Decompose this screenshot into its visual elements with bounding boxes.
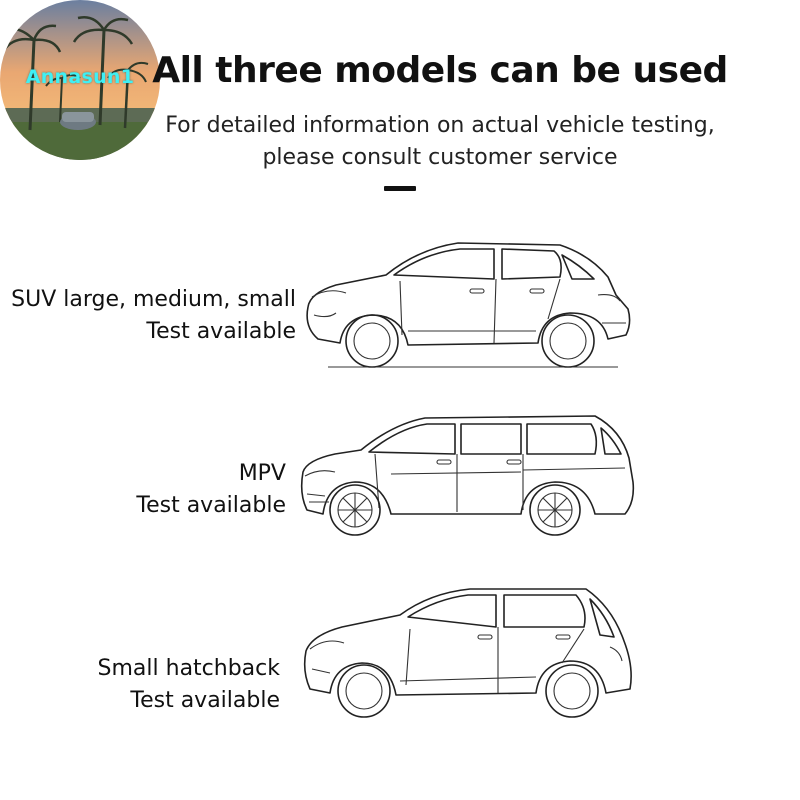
subtitle-line-1: For detailed information on actual vehic… — [165, 113, 715, 138]
suv-label-line-1: SUV large, medium, small — [11, 287, 296, 312]
page-subtitle: For detailed information on actual vehic… — [100, 110, 780, 174]
hatchback-illustration — [300, 585, 640, 725]
mpv-label-line-1: MPV — [238, 461, 286, 486]
hatchback-label-line-2: Test available — [130, 688, 280, 713]
subtitle-line-2: please consult customer service — [262, 145, 618, 170]
sunset-palm-image — [0, 0, 160, 160]
watermark-text: Annasun1 — [25, 66, 135, 88]
divider — [384, 186, 416, 191]
suv-label: SUV large, medium, small Test available — [0, 284, 296, 348]
hatchback-label-line-1: Small hatchback — [97, 656, 280, 681]
suv-label-line-2: Test available — [146, 319, 296, 344]
hatchback-label: Small hatchback Test available — [0, 653, 280, 717]
mpv-illustration — [295, 410, 640, 540]
brand-logo: Annasun1 — [0, 0, 160, 160]
page-title: All three models can be used — [152, 50, 728, 91]
suv-illustration — [298, 235, 638, 370]
mpv-label-line-2: Test available — [136, 493, 286, 518]
mpv-label: MPV Test available — [0, 458, 286, 522]
